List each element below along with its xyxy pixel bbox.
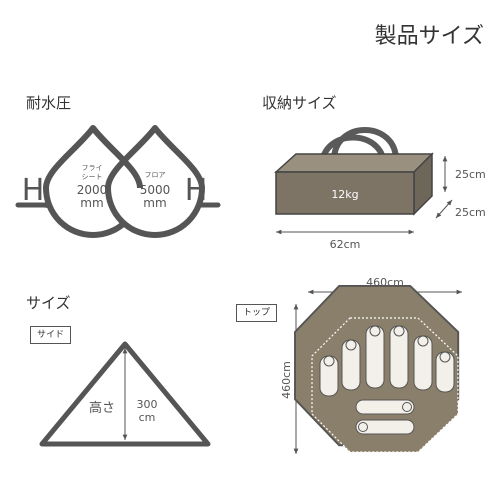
height-unit: cm: [139, 411, 156, 424]
sleeping-bag-5: [319, 355, 339, 397]
floor-label: フロア: [145, 171, 166, 179]
sleeping-bag-3: [389, 325, 409, 389]
top-view-label: トップ: [236, 304, 278, 322]
sleeping-bag-4: [413, 335, 433, 391]
sleeping-bag-2: [365, 325, 385, 389]
height-value: 300: [137, 398, 158, 411]
bag-width-dimension: 62cm: [330, 238, 361, 251]
bag-handle-back: [331, 127, 399, 161]
tent-top-view: [294, 284, 460, 453]
bag-height-dimension: 25cm: [455, 168, 486, 181]
sleeping-bag-1: [341, 339, 361, 391]
floor-droplet: [105, 125, 205, 238]
bag-weight: 12kg: [331, 188, 358, 201]
storage-bag-illustration: [274, 127, 434, 216]
size-heading: サイズ: [26, 294, 71, 312]
fly-label-line1: フライ: [82, 164, 103, 172]
water-pressure-illustration: [15, 125, 221, 238]
fly-unit: mm: [80, 196, 103, 210]
floor-unit: mm: [143, 196, 166, 210]
left-h-letter: H: [22, 173, 45, 208]
bag-front-face: [275, 171, 415, 215]
sleeping-bag-8: [355, 419, 415, 435]
fly-label-line2: シート: [82, 173, 103, 181]
top-depth-dimension: 460cm: [280, 361, 293, 399]
sleeping-bag-7: [355, 399, 415, 415]
sleeping-bag-6: [435, 351, 455, 393]
page-title: 製品サイズ: [374, 24, 484, 49]
bag-top-face: [274, 153, 434, 173]
height-label: 高さ: [89, 400, 115, 416]
sleeping-bags: [319, 325, 455, 435]
floor-value: 5000: [140, 183, 171, 197]
bag-depth-dimension: 25cm: [455, 206, 486, 219]
water-resistance-heading: 耐水圧: [26, 94, 72, 112]
right-h-letter: H: [185, 173, 208, 208]
fly-value: 2000: [77, 183, 108, 197]
storage-size-heading: 収納サイズ: [262, 94, 337, 112]
side-view-label: サイド: [30, 326, 72, 344]
